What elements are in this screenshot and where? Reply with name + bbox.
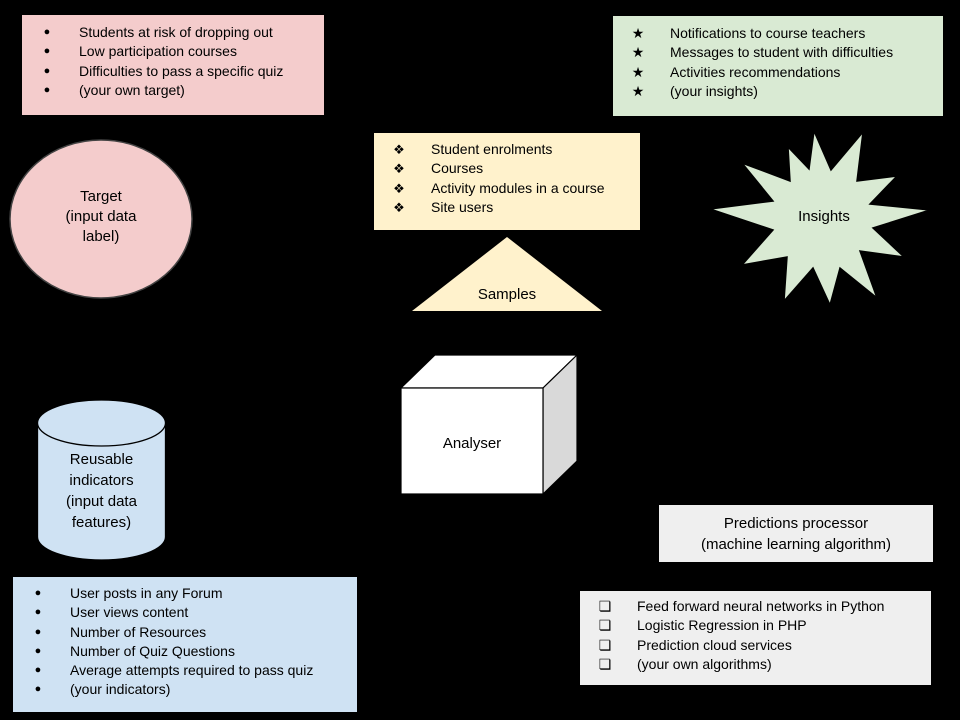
bullet-star-icon: ★ xyxy=(631,63,645,80)
list-item-label: Courses xyxy=(431,160,484,177)
list-item: ❏ Logistic Regression in PHP xyxy=(580,616,931,635)
list-item-label: Average attempts required to pass quiz xyxy=(70,662,314,679)
bullet-dot-icon: ● xyxy=(34,625,42,638)
list-item-label: (your own target) xyxy=(79,81,185,98)
list-item-label: User posts in any Forum xyxy=(70,585,223,601)
targets-list-box: ● Students at risk of dropping out ● Low… xyxy=(22,15,324,115)
bullet-diamond-icon: ❖ xyxy=(393,199,405,215)
list-item-label: Activity modules in a course xyxy=(431,179,605,196)
bullet-diamond-icon: ❖ xyxy=(393,180,405,196)
bullet-star-icon: ★ xyxy=(631,25,645,41)
target-circle-label: Target (input data label) xyxy=(65,188,137,245)
bullet-dot-icon: ● xyxy=(34,587,42,599)
list-item-label: Number of Resources xyxy=(70,623,207,640)
list-item: ❖ Student enrolments xyxy=(374,140,640,159)
predictions-processor-line: (machine learning algorithm) xyxy=(700,536,892,553)
list-item: ❖ Courses xyxy=(374,159,640,178)
list-item-label: (your insights) xyxy=(670,82,758,99)
bullet-checkbox-icon: ❏ xyxy=(598,617,612,634)
list-item: ★ Messages to student with difficulties xyxy=(613,43,943,62)
samples-triangle-label: Samples xyxy=(477,286,537,303)
samples-triangle-shape xyxy=(412,237,602,311)
list-item: ● Difficulties to pass a specific quiz xyxy=(22,62,324,81)
list-item-label: Messages to student with difficulties xyxy=(670,44,894,61)
list-item-label: Difficulties to pass a specific quiz xyxy=(79,62,284,79)
predictions-processor-line: Predictions processor xyxy=(723,515,869,532)
list-item-label: Activities recommendations xyxy=(670,63,841,80)
bullet-checkbox-icon: ❏ xyxy=(598,598,612,614)
list-item: ★ Notifications to course teachers xyxy=(613,24,943,43)
insights-star-shape xyxy=(709,128,931,308)
list-item-label: Low participation courses xyxy=(79,43,237,60)
algorithms-list-box: ❏ Feed forward neural networks in Python… xyxy=(580,591,931,685)
analyser-cube-shape xyxy=(399,353,579,496)
list-item-label: Number of Quiz Questions xyxy=(70,642,235,659)
bullet-dot-icon: ● xyxy=(34,664,42,677)
list-item-label: (your indicators) xyxy=(70,681,171,698)
list-item-label: Notifications to course teachers xyxy=(670,25,866,41)
list-item: ❏ Prediction cloud services xyxy=(580,636,931,655)
bullet-dot-icon: ● xyxy=(34,683,42,696)
bullet-star-icon: ★ xyxy=(631,44,645,61)
list-item-label: Students at risk of dropping out xyxy=(79,24,273,40)
list-item-label: Feed forward neural networks in Python xyxy=(637,598,885,614)
bullet-dot-icon: ● xyxy=(43,26,51,38)
list-item: ● Students at risk of dropping out xyxy=(22,23,324,42)
bullet-checkbox-icon: ❏ xyxy=(598,636,612,653)
list-item: ★ Activities recommendations xyxy=(613,63,943,82)
bullet-diamond-icon: ❖ xyxy=(393,142,405,157)
indicators-list-box: ● User posts in any Forum ● User views c… xyxy=(13,577,357,712)
bullet-dot-icon: ● xyxy=(43,45,51,58)
list-item-label: (your own algorithms) xyxy=(637,655,772,672)
list-item: ● (your own target) xyxy=(22,81,324,100)
list-item: ❏ Feed forward neural networks in Python xyxy=(580,597,931,616)
indicators-cylinder-shape xyxy=(36,399,167,561)
analyser-cube-label: Analyser xyxy=(442,435,502,452)
list-item: ● Number of Resources xyxy=(13,623,357,642)
bullet-star-icon: ★ xyxy=(631,82,645,99)
indicators-cylinder-label: Reusable indicators (input data features… xyxy=(66,451,137,531)
predictions-processor-box: Predictions processor (machine learning … xyxy=(659,505,933,562)
list-item-label: Student enrolments xyxy=(431,141,553,157)
bullet-dot-icon: ● xyxy=(43,83,51,96)
list-item-label: Site users xyxy=(431,198,494,215)
bullet-dot-icon: ● xyxy=(43,64,51,77)
list-item: ❖ Site users xyxy=(374,198,640,217)
bullet-checkbox-icon: ❏ xyxy=(598,655,612,672)
list-item: ● Low participation courses xyxy=(22,42,324,61)
target-circle-shape xyxy=(9,139,193,299)
bullet-dot-icon: ● xyxy=(34,644,42,657)
insights-list-box: ★ Notifications to course teachers ★ Mes… xyxy=(613,16,943,116)
list-item: ● Number of Quiz Questions xyxy=(13,642,357,661)
list-item: ❏ (your own algorithms) xyxy=(580,655,931,674)
list-item-label: Logistic Regression in PHP xyxy=(637,617,807,634)
insights-star-label: Insights xyxy=(798,208,850,225)
list-item-label: User views content xyxy=(70,604,189,621)
list-item: ❖ Activity modules in a course xyxy=(374,179,640,198)
list-item: ● Average attempts required to pass quiz xyxy=(13,661,357,680)
list-item-label: Prediction cloud services xyxy=(637,636,792,653)
list-item: ● User views content xyxy=(13,603,357,622)
samples-list-box: ❖ Student enrolments ❖ Courses ❖ Activit… xyxy=(374,133,640,230)
bullet-dot-icon: ● xyxy=(34,606,42,619)
list-item: ● User posts in any Forum xyxy=(13,584,357,603)
bullet-diamond-icon: ❖ xyxy=(393,161,405,177)
list-item: ● (your indicators) xyxy=(13,680,357,699)
list-item: ★ (your insights) xyxy=(613,82,943,101)
